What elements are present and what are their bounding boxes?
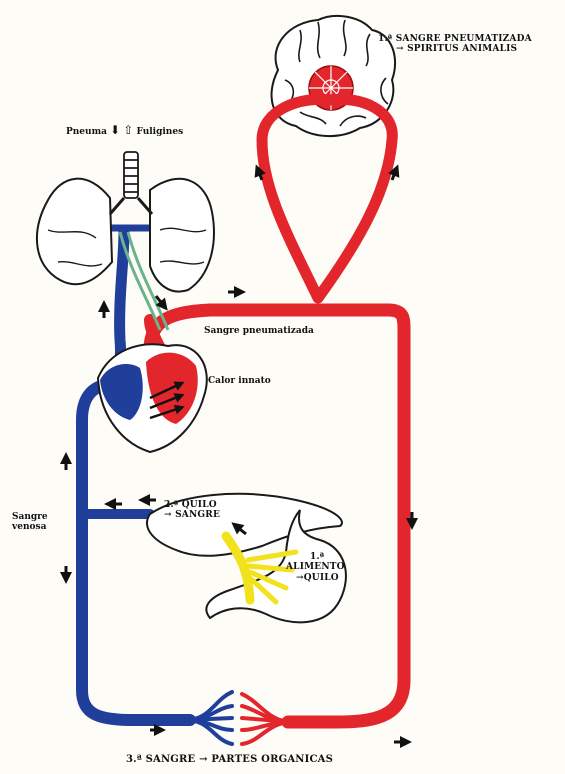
label-calor-innato: Calor innato <box>208 376 271 386</box>
label-alimento-line3: →QUILO <box>286 573 345 583</box>
trachea <box>110 152 152 214</box>
label-sangre-venosa-line1: Sangre <box>12 512 48 522</box>
venous-vessels <box>82 228 190 720</box>
label-alimento-quilo: 1.ª ALIMENTO →QUILO <box>286 552 345 583</box>
down-arrow-icon: ⬇ <box>110 123 120 137</box>
label-alimento-line1: 1.ª <box>286 552 345 562</box>
label-partes-organicas: 3.ª SANGRE → PARTES ORGANICAS <box>126 754 333 766</box>
label-pneuma-fuligines: Pneuma ⬇ ⇧ Fuligines <box>66 124 183 138</box>
label-pneumatized-blood-line2: → SPIRITUS ANIMALIS <box>378 44 532 54</box>
label-alimento-line2: ALIMENTO <box>286 562 345 572</box>
label-sangre-pneumatizada: Sangre pneumatizada <box>204 326 314 336</box>
label-fuligines: Fuligines <box>136 127 183 137</box>
label-quilo-line1: 2.ª QUILO <box>164 500 220 510</box>
label-sangre-venosa-line2: venosa <box>12 522 48 532</box>
label-quilo-sangre: 2.ª QUILO → SANGRE <box>164 500 220 521</box>
venous-capillaries <box>186 692 232 744</box>
label-quilo-line2: → SANGRE <box>164 510 220 520</box>
label-pneumatized-blood-line1: 1.ª SANGRE PNEUMATIZADA <box>378 34 532 44</box>
up-outline-arrow-icon: ⇧ <box>123 123 133 137</box>
label-sangre-venosa: Sangre venosa <box>12 512 48 533</box>
label-pneumatized-blood: 1.ª SANGRE PNEUMATIZADA → SPIRITUS ANIMA… <box>378 34 532 55</box>
heart-illustration <box>98 344 207 452</box>
label-pneuma: Pneuma <box>66 127 107 137</box>
